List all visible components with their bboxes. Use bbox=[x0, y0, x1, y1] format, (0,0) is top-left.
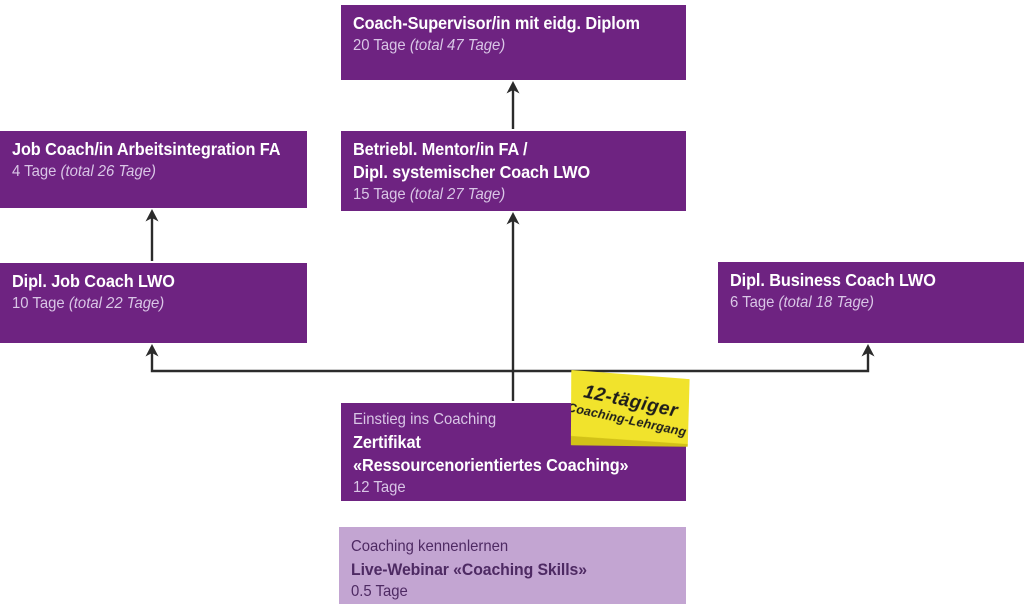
sticky-note-text: 12-tägiger Coaching-Lehrgang bbox=[566, 378, 693, 439]
node-title-line1: Betriebl. Mentor/in FA / bbox=[353, 139, 528, 159]
node-duration: 20 Tage (total 47 Tage) bbox=[353, 35, 652, 57]
node-duration: 0.5 Tage bbox=[351, 581, 651, 603]
days-text: 6 Tage bbox=[730, 294, 775, 311]
node-title-line2: Dipl. systemischer Coach LWO bbox=[353, 162, 591, 182]
node-dipl-business-coach: Dipl. Business Coach LWO 6 Tage (total 1… bbox=[718, 262, 1024, 343]
node-job-coach-fa: Job Coach/in Arbeitsintegration FA 4 Tag… bbox=[0, 131, 307, 208]
node-betriebl-mentor: Betriebl. Mentor/in FA / Dipl. systemisc… bbox=[341, 131, 686, 211]
days-text: 15 Tage bbox=[353, 186, 406, 203]
node-duration: 10 Tage (total 22 Tage) bbox=[12, 293, 275, 315]
total-days-text: (total 26 Tage) bbox=[60, 163, 156, 180]
node-title: Live-Webinar «Coaching Skills» bbox=[351, 560, 587, 579]
node-intro: Coaching kennenlernen bbox=[351, 538, 509, 555]
arrowhead-branch-to-jobcoachlwo bbox=[145, 344, 159, 357]
days-text: 4 Tage bbox=[12, 163, 57, 180]
node-duration: 15 Tage (total 27 Tage) bbox=[353, 184, 652, 206]
arrowhead-branch-to-businesscoach bbox=[861, 344, 875, 357]
days-text: 12 Tage bbox=[353, 479, 406, 496]
node-coach-supervisor: Coach-Supervisor/in mit eidg. Diplom 20 … bbox=[341, 5, 686, 80]
node-title: Dipl. Job Coach LWO bbox=[12, 271, 175, 291]
total-days-text: (total 27 Tage) bbox=[409, 186, 506, 203]
arrow-branch-connector bbox=[150, 349, 870, 373]
arrowhead-zertifikat-to-mentor bbox=[506, 212, 520, 225]
node-title: Coach-Supervisor/in mit eidg. Diplom bbox=[353, 13, 640, 33]
days-text: 0.5 Tage bbox=[351, 583, 408, 600]
node-duration: 12 Tage bbox=[353, 477, 652, 499]
node-duration: 4 Tage (total 26 Tage) bbox=[12, 161, 275, 183]
node-title-line2: «Ressourcenorientiertes Coaching» bbox=[353, 455, 629, 475]
days-text: 10 Tage bbox=[12, 295, 65, 312]
node-duration: 6 Tage (total 18 Tage) bbox=[730, 292, 992, 314]
node-title-line1: Zertifikat bbox=[353, 432, 421, 452]
node-title: Dipl. Business Coach LWO bbox=[730, 270, 936, 290]
node-dipl-job-coach: Dipl. Job Coach LWO 10 Tage (total 22 Ta… bbox=[0, 263, 307, 343]
arrowhead-mentor-to-supervisor bbox=[506, 81, 520, 94]
arrowhead-jobcoachlwo-to-jobcoachfa bbox=[145, 209, 159, 222]
node-intro: Einstieg ins Coaching bbox=[353, 411, 497, 428]
total-days-text: (total 47 Tage) bbox=[409, 37, 506, 54]
node-title: Job Coach/in Arbeitsintegration FA bbox=[12, 139, 281, 159]
days-text: 20 Tage bbox=[353, 37, 406, 54]
total-days-text: (total 22 Tage) bbox=[68, 295, 165, 312]
total-days-text: (total 18 Tage) bbox=[778, 294, 874, 311]
node-live-webinar: Coaching kennenlernen Live-Webinar «Coac… bbox=[339, 527, 686, 604]
